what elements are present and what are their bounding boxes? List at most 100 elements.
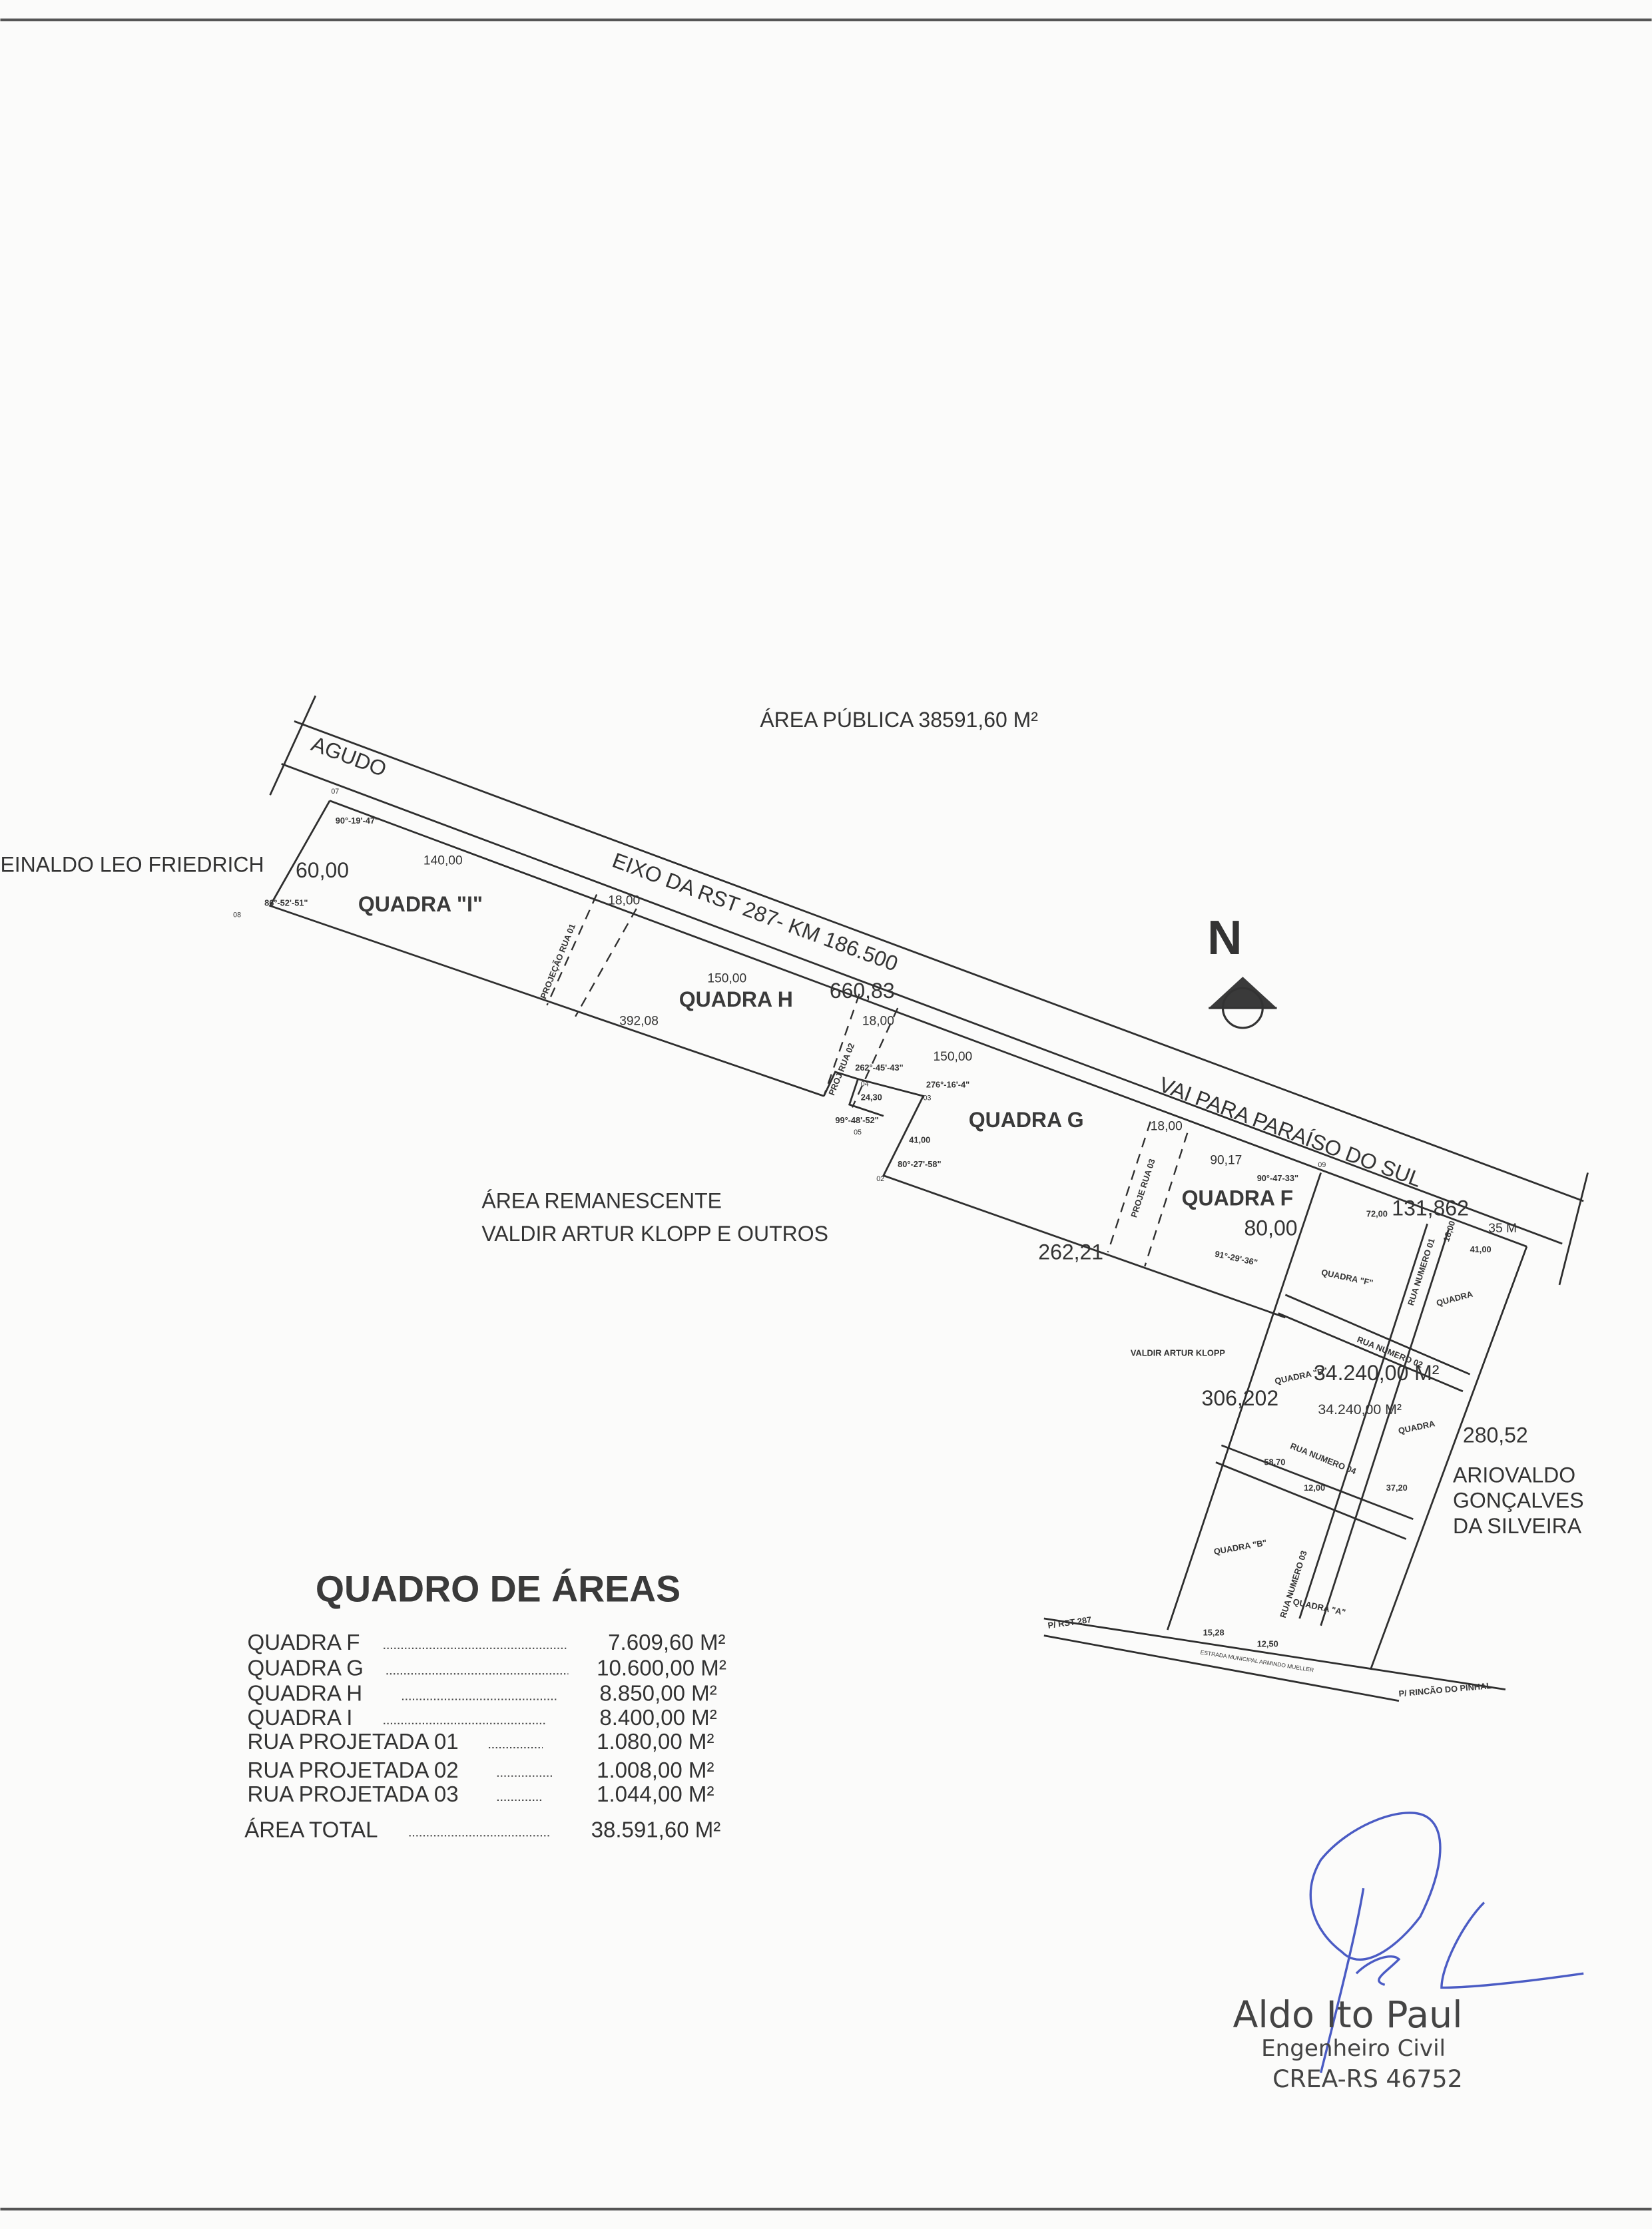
neighbor-right-1: ARIOVALDO (1453, 1463, 1575, 1487)
lower-quadra-label: QUADRA (1435, 1289, 1474, 1308)
table-row: RUA PROJETADA 03 1.044,00 M² (248, 1782, 714, 1807)
svg-text:RUA PROJETADA 02: RUA PROJETADA 02 (248, 1758, 459, 1783)
signature-block: Aldo Ito Paul Engenheiro Civil CREA-RS 4… (1233, 1812, 1584, 2093)
neighbor-left-label: EINALDO LEO FRIEDRICH (0, 852, 264, 876)
rua01-label: PROJEÇÃO RUA 01 (538, 922, 577, 1000)
svg-text:1.008,00 M²: 1.008,00 M² (597, 1758, 714, 1783)
rua03-label: PROJE RUA 03 (1129, 1158, 1157, 1219)
road-agudo-label: AGUDO (308, 732, 390, 782)
measure-131862: 131,862 (1392, 1196, 1469, 1220)
measure-2430: 24,30 (861, 1093, 882, 1103)
rua02-label: PROJ RUA 02 (826, 1042, 856, 1097)
signer-title: Engenheiro Civil (1261, 2035, 1446, 2062)
measure-306202: 306,202 (1202, 1386, 1279, 1410)
measure-60: 60,00 (296, 858, 349, 882)
signer-registry: CREA-RS 46752 (1272, 2065, 1463, 2093)
lower-quadra-b-label: QUADRA "B" (1213, 1537, 1268, 1557)
estrada-label: ESTRADA MUNICIPAL ARMINDO MUELLER (1200, 1648, 1314, 1673)
area-small-label: 34.240,00 M² (1318, 1401, 1402, 1417)
quadra-i-label: QUADRA "I" (358, 892, 483, 916)
parcel-outline (268, 800, 1527, 1319)
north-arrow-icon: N (1207, 911, 1277, 1029)
svg-text:N: N (1207, 911, 1242, 965)
measure-1250: 12,50 (1257, 1639, 1278, 1649)
measure-1200: 12,00 (1304, 1483, 1325, 1493)
area-big-label: 34.240,00 M² (1314, 1361, 1440, 1385)
table-row: RUA PROJETADA 01 1.080,00 M² (248, 1730, 714, 1754)
svg-text:QUADRA G: QUADRA G (248, 1656, 364, 1680)
svg-text:10.600,00 M²: 10.600,00 M² (597, 1656, 726, 1680)
lower-quadra-f-label: QUADRA "F" (1320, 1267, 1374, 1288)
svg-text:7.609,60 M²: 7.609,60 M² (608, 1630, 725, 1655)
measure-150a: 150,00 (707, 972, 746, 986)
measure-18b: 18,00 (862, 1015, 894, 1029)
svg-text:ÁREA TOTAL: ÁREA TOTAL (244, 1818, 378, 1842)
lower-quadra-c-label: QUADRA (1397, 1418, 1436, 1435)
table-row: QUADRA G 10.600,00 M² (248, 1656, 726, 1680)
measure-4100b: 41,00 (1470, 1244, 1492, 1254)
handwritten-signature (1309, 1812, 1584, 2073)
rua-numero-01-label: RUA NUMERO 01 (1406, 1237, 1437, 1307)
table-row: QUADRA F 7.609,60 M² (248, 1630, 726, 1655)
quadra-h-label: QUADRA H (679, 987, 793, 1011)
svg-text:RUA PROJETADA 01: RUA PROJETADA 01 (248, 1730, 459, 1754)
remnant-label-1: ÁREA REMANESCENTE (481, 1189, 722, 1213)
measure-140: 140,00 (423, 854, 463, 868)
measure-3720: 37,20 (1386, 1483, 1408, 1493)
angle-02: 80°-27'-58" (898, 1159, 941, 1169)
svg-text:1.044,00 M²: 1.044,00 M² (597, 1782, 714, 1807)
measure-66083: 660,83 (830, 979, 895, 1003)
svg-text:1.080,00 M²: 1.080,00 M² (597, 1730, 714, 1754)
rua-numero-04-label: RUA NUMERO 04 (1289, 1441, 1358, 1477)
remnant-label-2: VALDIR ARTUR KLOPP E OUTROS (481, 1222, 828, 1246)
vertex-02: 02 (876, 1175, 884, 1183)
angle-08: 86°-52'-51" (264, 898, 308, 908)
table-row: QUADRA H 8.850,00 M² (248, 1682, 717, 1706)
svg-text:8.850,00 M²: 8.850,00 M² (599, 1682, 716, 1706)
angle-04: 262°-45'-43" (855, 1063, 903, 1073)
table-total-row: ÁREA TOTAL 38.591,60 M² (244, 1818, 720, 1842)
svg-text:RUA PROJETADA 03: RUA PROJETADA 03 (248, 1782, 459, 1807)
angle-05: 99°-48'-52" (835, 1115, 878, 1125)
table-row: RUA PROJETADA 02 1.008,00 M² (248, 1758, 714, 1783)
neighbor-right-2: GONÇALVES (1453, 1489, 1584, 1513)
measure-5870: 58,70 (1264, 1457, 1285, 1467)
areas-table: QUADRO DE ÁREAS QUADRA F 7.609,60 M² QUAD… (244, 1568, 726, 1842)
measure-18a: 18,00 (608, 893, 640, 907)
vertex-03: 03 (924, 1095, 932, 1103)
measure-4100: 41,00 (909, 1135, 930, 1145)
angle-07: 90°-19'-47" (336, 816, 379, 826)
measure-39208: 392,08 (619, 1015, 659, 1029)
svg-text:QUADRA F: QUADRA F (248, 1630, 360, 1655)
neighbor-right-3: DA SILVEIRA (1453, 1514, 1582, 1538)
angle-09: 90°-47-33" (1257, 1173, 1298, 1183)
quadra-f-label: QUADRA F (1182, 1186, 1294, 1210)
measure-150b: 150,00 (934, 1050, 973, 1064)
road-axis-label: EIXO DA RST 287- KM 186.500 (609, 848, 901, 976)
table-row: QUADRA I 8.400,00 M² (248, 1706, 717, 1730)
vertex-09: 09 (1318, 1161, 1326, 1169)
measure-26221: 262,21 (1038, 1240, 1103, 1264)
measure-1800d: 18,00 (1441, 1220, 1457, 1243)
svg-text:QUADRA I: QUADRA I (248, 1706, 353, 1730)
road-width-label: 35 M (1488, 1222, 1517, 1236)
measure-8000: 80,00 (1244, 1216, 1298, 1240)
svg-text:8.400,00 M²: 8.400,00 M² (599, 1706, 716, 1730)
vertex-05: 05 (854, 1128, 862, 1136)
areas-table-title: QUADRO DE ÁREAS (316, 1568, 681, 1609)
svg-text:QUADRA H: QUADRA H (248, 1682, 363, 1706)
measure-28052: 280,52 (1463, 1423, 1528, 1447)
public-area-label: ÁREA PÚBLICA 38591,60 M² (760, 708, 1038, 732)
vertex-08: 08 (233, 911, 241, 919)
quadra-g-label: QUADRA G (969, 1108, 1084, 1132)
angle-03: 276°-16'-4" (926, 1079, 969, 1089)
measure-9017: 90,17 (1210, 1154, 1242, 1168)
measure-7200: 72,00 (1366, 1209, 1388, 1219)
valdir-label: VALDIR ARTUR KLOPP (1131, 1348, 1225, 1358)
lower-subdivision: QUADRA "F" QUADRA QUADRA "D" QUADRA QUAD… (1043, 1209, 1528, 1702)
vertex-04: 04 (861, 1080, 869, 1088)
measure-1528: 15,28 (1203, 1628, 1225, 1638)
signer-name: Aldo Ito Paul (1233, 1994, 1462, 2037)
svg-text:38.591,60 M²: 38.591,60 M² (591, 1818, 721, 1842)
